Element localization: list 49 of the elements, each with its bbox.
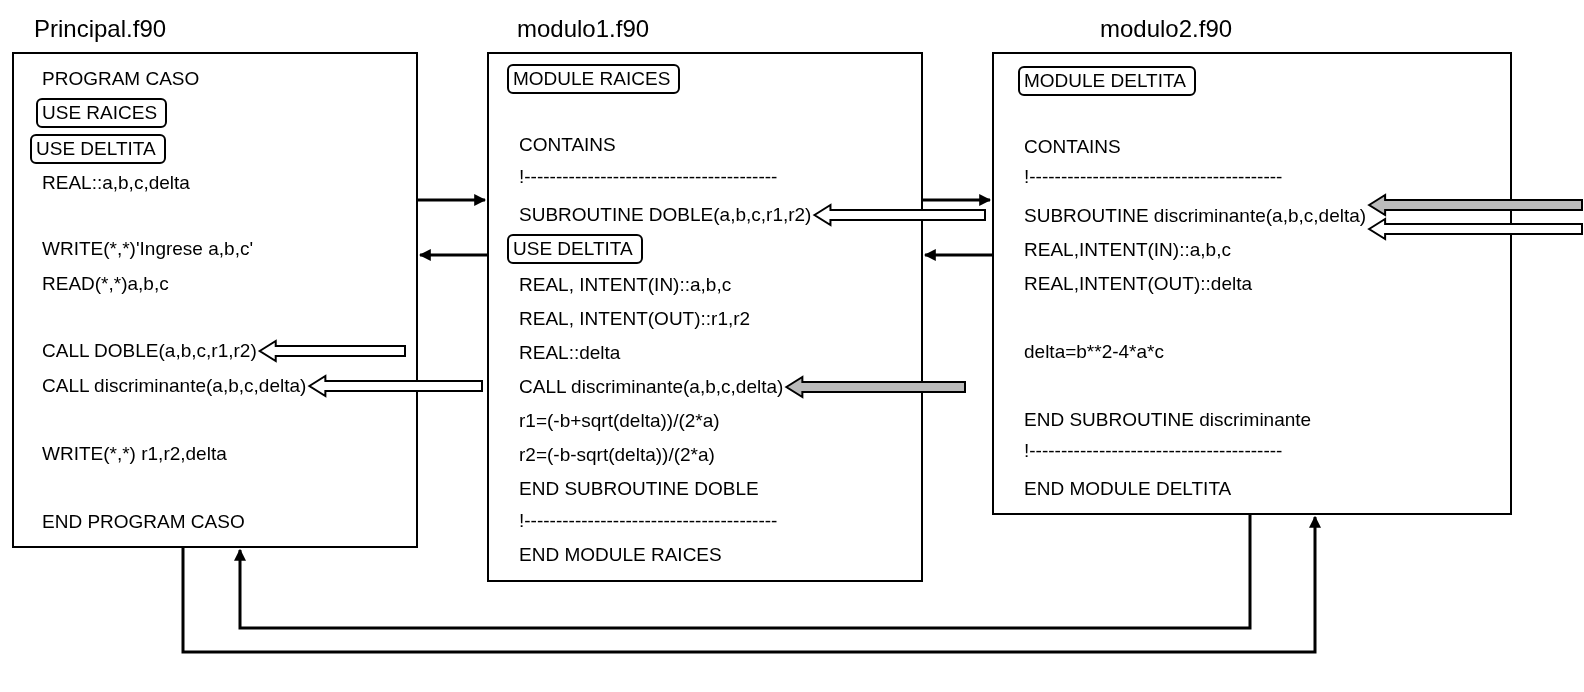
code-line: REAL, INTENT(IN)::a,b,c bbox=[519, 273, 732, 297]
arrow bbox=[234, 515, 1252, 630]
code-line: CALL discriminante(a,b,c,delta) bbox=[42, 374, 307, 398]
code-line: END PROGRAM CASO bbox=[42, 510, 245, 534]
hollow-arrow bbox=[257, 339, 406, 363]
code-line: REAL,INTENT(OUT)::delta bbox=[1024, 272, 1253, 296]
code-line: END MODULE RAICES bbox=[519, 543, 722, 567]
arrow bbox=[181, 515, 1321, 654]
code-line: CALL discriminante(a,b,c,delta) bbox=[519, 375, 784, 399]
file-name: modulo1.f90 bbox=[517, 14, 650, 44]
hollow-arrow bbox=[784, 375, 966, 399]
code-line: CONTAINS bbox=[1024, 135, 1121, 159]
code-line: REAL::a,b,c,delta bbox=[42, 171, 190, 195]
code-line: END MODULE DELTITA bbox=[1024, 477, 1232, 501]
code-line: SUBROUTINE discriminante(a,b,c,delta) bbox=[1024, 204, 1367, 228]
highlighted-statement: USE RAICES bbox=[36, 98, 168, 128]
code-line: REAL, INTENT(OUT)::r1,r2 bbox=[519, 307, 751, 331]
code-line: delta=b**2-4*a*c bbox=[1024, 340, 1164, 364]
code-line: CONTAINS bbox=[519, 133, 616, 157]
file-name: Principal.f90 bbox=[34, 14, 167, 44]
code-line: CALL DOBLE(a,b,c,r1,r2) bbox=[42, 339, 257, 363]
arrow bbox=[418, 249, 487, 261]
code-line: PROGRAM CASO bbox=[42, 67, 200, 91]
code-line: END SUBROUTINE discriminante bbox=[1024, 408, 1312, 432]
highlighted-statement: USE DELTITA bbox=[507, 234, 643, 264]
arrow bbox=[923, 194, 992, 206]
highlighted-statement: MODULE DELTITA bbox=[1018, 66, 1196, 96]
arrow bbox=[418, 194, 487, 206]
arrow bbox=[923, 249, 992, 261]
code-line: WRITE(*,*)'Ingrese a,b,c' bbox=[42, 237, 254, 261]
hollow-arrow bbox=[1367, 193, 1583, 217]
code-line: REAL::delta bbox=[519, 341, 621, 365]
code-line: REAL,INTENT(IN)::a,b,c bbox=[1024, 238, 1231, 262]
code-line: !---------------------------------------- bbox=[519, 509, 778, 533]
code-line: r1=(-b+sqrt(delta))/(2*a) bbox=[519, 409, 720, 433]
highlighted-statement: MODULE RAICES bbox=[507, 64, 681, 94]
code-line: !---------------------------------------- bbox=[1024, 439, 1283, 463]
hollow-arrow bbox=[812, 203, 986, 227]
code-line: WRITE(*,*) r1,r2,delta bbox=[42, 442, 227, 466]
code-line: END SUBROUTINE DOBLE bbox=[519, 477, 759, 501]
code-line: !---------------------------------------- bbox=[1024, 165, 1283, 189]
code-line: r2=(-b-sqrt(delta))/(2*a) bbox=[519, 443, 715, 467]
hollow-arrow bbox=[307, 374, 483, 398]
code-line: SUBROUTINE DOBLE(a,b,c,r1,r2) bbox=[519, 203, 812, 227]
hollow-arrow bbox=[1367, 217, 1583, 241]
code-line: !---------------------------------------- bbox=[519, 165, 778, 189]
code-line: READ(*,*)a,b,c bbox=[42, 272, 169, 296]
highlighted-statement: USE DELTITA bbox=[30, 134, 166, 164]
file-name: modulo2.f90 bbox=[1100, 14, 1233, 44]
